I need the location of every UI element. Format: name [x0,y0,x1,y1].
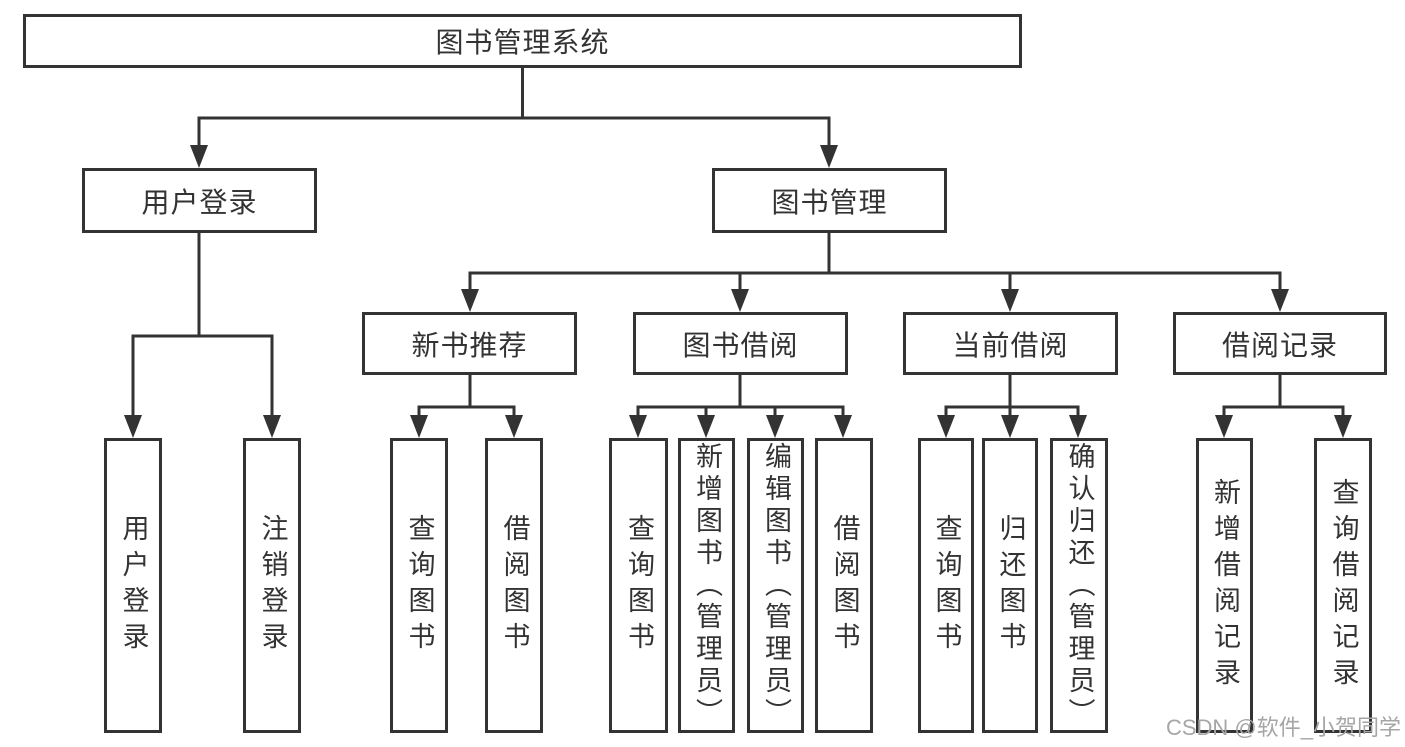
leaf-label: 借阅图书 [499,513,530,658]
node-label: 用户登录 [141,186,258,218]
leaf-user-login: 用户登录 [104,438,162,733]
node-book-management: 图书管理 [712,168,947,233]
leaf-records-add-borrow-record: 新增借阅记录 [1196,438,1253,733]
leaf-label: 查询图书 [624,513,654,658]
leaf-label: 确认归还（管理员） [1064,441,1095,730]
leaf-label: 编辑图书（管理员） [761,441,791,730]
leaf-label: 归还图书 [995,513,1026,658]
node-label: 图书借阅 [682,329,799,361]
leaf-records-query-borrow-record: 查询借阅记录 [1314,438,1372,733]
csdn-watermark: CSDN @软件_小贺同学 [1165,715,1401,740]
leaf-borrowing-edit-books-admin: 编辑图书（管理员） [747,438,804,733]
leaf-borrowing-add-books-admin: 新增图书（管理员） [678,438,735,733]
leaf-current-return-books: 归还图书 [982,438,1038,733]
node-current-borrowing: 当前借阅 [903,312,1118,375]
leaf-current-query-books: 查询图书 [918,438,974,733]
node-label: 新书推荐 [411,329,528,361]
leaf-label: 借阅图书 [829,513,860,658]
node-label: 图书管理 [771,186,888,218]
leaf-label: 用户登录 [118,513,149,658]
node-borrow-records: 借阅记录 [1173,312,1387,375]
node-label: 借阅记录 [1221,329,1338,361]
leaf-current-confirm-return-admin: 确认归还（管理员） [1050,438,1108,733]
arrowheads [124,145,1352,438]
leaf-label: 查询图书 [931,513,962,658]
node-library-management-system: 图书管理系统 [23,14,1022,68]
leaf-logout-login: 注销登录 [243,438,301,733]
node-book-borrowing: 图书借阅 [633,312,848,375]
node-user-login: 用户登录 [82,168,317,233]
node-label: 当前借阅 [952,329,1069,361]
leaf-label: 查询图书 [404,513,435,658]
leaf-recommend-borrow-books: 借阅图书 [485,438,543,733]
leaf-borrowing-query-books: 查询图书 [609,438,668,733]
leaf-label: 新增借阅记录 [1210,477,1240,694]
leaf-borrowing-borrow-books: 借阅图书 [815,438,873,733]
leaf-label: 注销登录 [257,513,288,658]
leaf-label: 新增图书（管理员） [692,441,722,730]
leaf-recommend-query-books: 查询图书 [390,438,448,733]
node-new-book-recommend: 新书推荐 [362,312,577,375]
leaf-label: 查询借阅记录 [1328,477,1359,694]
node-label: 图书管理系统 [435,27,610,58]
